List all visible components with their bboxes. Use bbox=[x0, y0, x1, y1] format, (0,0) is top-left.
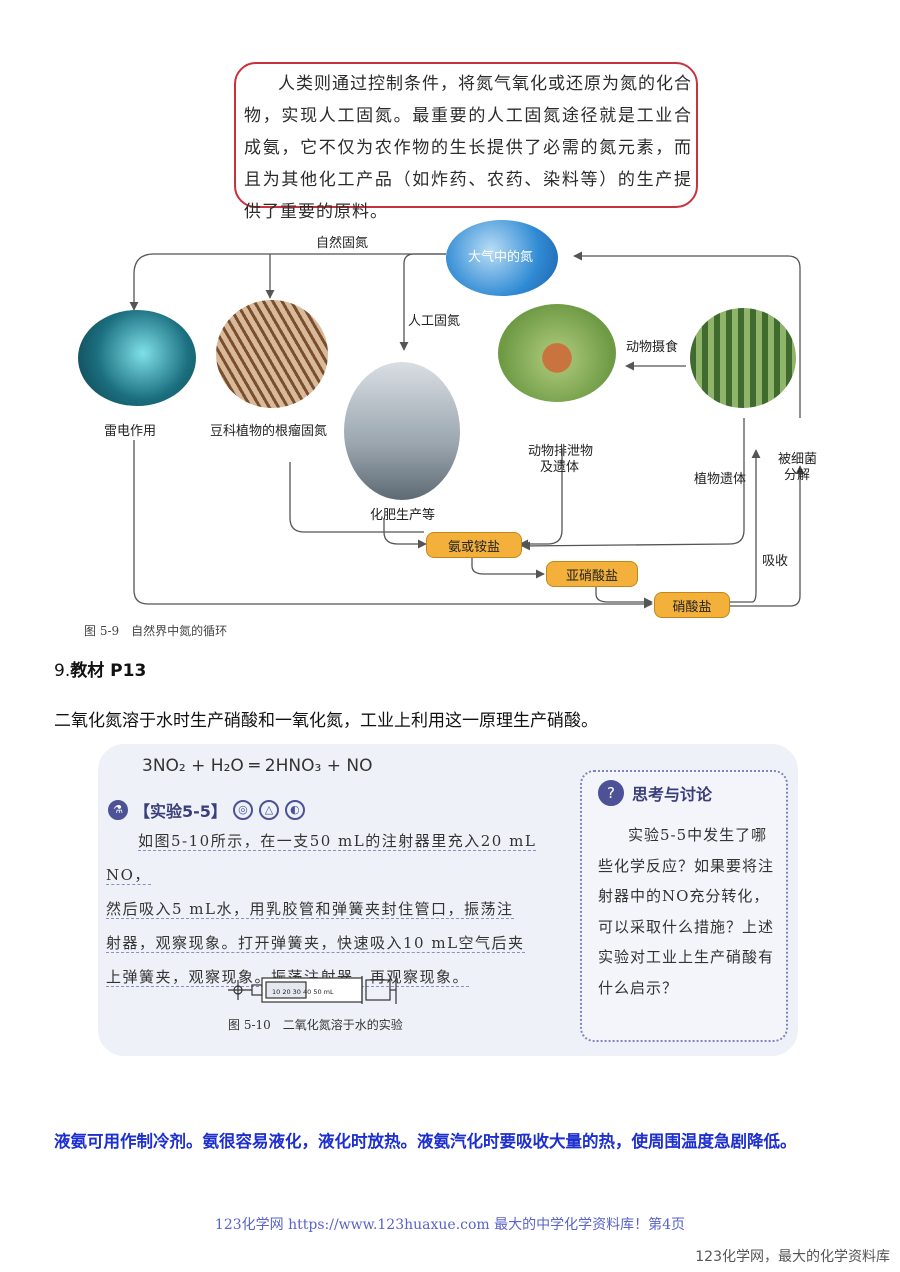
discussion-box bbox=[580, 770, 788, 1042]
discussion-text: 实验5-5中发生了哪些化学反应？如果要将注射器中的NO充分转化，可以采取什么措施… bbox=[598, 826, 775, 997]
goggles-icon: ◎ bbox=[232, 800, 253, 820]
lightning-label: 雷电作用 bbox=[104, 424, 157, 439]
factory-image bbox=[344, 362, 460, 500]
discussion-heading: ? 思考与讨论 bbox=[598, 780, 712, 806]
experiment-heading: ⚗ 【实验5-5】 ◎ △ ◐ bbox=[108, 798, 305, 822]
lightning-image bbox=[78, 310, 196, 406]
plant-remains-label: 植物遗体 bbox=[694, 472, 747, 487]
procedure-line: 射器，观察现象。打开弹簧夹，快速吸入10 mL空气后夹 bbox=[106, 934, 525, 953]
atmosphere-image bbox=[446, 220, 558, 296]
procedure-line: 上弹簧夹，观察现象。振荡注射器，再观察现象。 bbox=[106, 968, 470, 987]
legume-label: 豆科植物的根瘤固氮 bbox=[210, 424, 328, 439]
page-footer: 123化学网 https://www.123huaxue.com 最大的中学化学… bbox=[214, 1217, 686, 1233]
natural-fixation-label: 自然固氮 bbox=[316, 236, 369, 251]
quote-paragraph: 人类则通过控制条件，将氮气氧化或还原为氮的化合物，实现人工固氮。最重要的人工固氮… bbox=[244, 74, 692, 222]
flask-icon: ⚗ bbox=[108, 800, 128, 820]
animal-waste-label-1: 动物排泄物 bbox=[528, 444, 594, 459]
liquid-ammonia-note: 液氨可用作制冷剂。氨很容易液化，液化时放热。液氨汽化时要吸收大量的热，使周围温度… bbox=[54, 1132, 797, 1151]
legume-roots-image bbox=[216, 300, 328, 408]
discussion-title: 思考与讨论 bbox=[632, 785, 713, 804]
nitrate-box: 硝酸盐 bbox=[654, 592, 730, 618]
forest-image bbox=[690, 308, 796, 408]
nitrite-box: 亚硝酸盐 bbox=[546, 561, 638, 587]
experiment-procedure: 如图5-10所示，在一支50 mL的注射器里充入20 mL NO， 然后吸入5 … bbox=[106, 824, 556, 994]
question-icon: ? bbox=[598, 780, 624, 806]
procedure-line: 然后吸入5 mL水，用乳胶管和弹簧夹封住管口，振荡注 bbox=[106, 900, 514, 919]
cattle-image bbox=[498, 304, 616, 402]
absorb-label: 吸收 bbox=[762, 554, 789, 569]
syringe-drawing: 10 20 30 40 50 mL bbox=[228, 976, 397, 1004]
atmosphere-label: 大气中的氮 bbox=[468, 250, 534, 265]
cycle-arrows bbox=[129, 251, 805, 609]
section-intro: 二氧化氮溶于水时生产硝酸和一氧化氮，工业上利用这一原理生产硝酸。 bbox=[54, 711, 598, 731]
experiment-title: 【实验5-5】 bbox=[134, 802, 227, 821]
figure-caption-5-10: 图 5-10 二氧化氮溶于水的实验 bbox=[228, 1018, 403, 1032]
nitrogen-cycle-figure: 大气中的氮 自然固氮 人工固氮 雷电作用 豆科植物的根瘤固氮 化肥生产等 动物摄… bbox=[74, 218, 822, 644]
site-watermark: 123化学网，最大的化学资料库 bbox=[695, 1249, 890, 1265]
procedure-line: 如图5-10所示，在一支50 mL的注射器里充入20 mL NO， bbox=[106, 832, 537, 885]
artificial-fixation-label: 人工固氮 bbox=[408, 314, 461, 329]
animal-waste-label-2: 及遗体 bbox=[540, 460, 580, 475]
figure-caption-5-9: 图 5-9 自然界中氮的循环 bbox=[84, 624, 228, 638]
bacteria-label-2: 分解 bbox=[784, 468, 811, 483]
bacteria-label-1: 被细菌 bbox=[778, 452, 818, 467]
section-title: 教材 P13 bbox=[70, 661, 147, 681]
fertilizer-label: 化肥生产等 bbox=[370, 508, 436, 523]
quote-frame bbox=[234, 62, 698, 208]
reaction-equation: 3NO₂ + H₂O ═ 2HNO₃ + NO bbox=[142, 756, 373, 776]
toxic-gas-icon: △ bbox=[258, 800, 279, 820]
section-number: 9. bbox=[54, 661, 71, 681]
syringe-scale: 10 20 30 40 50 mL bbox=[272, 988, 334, 996]
section-heading: 9.教材 P13 bbox=[54, 656, 146, 681]
animal-eat-label: 动物摄食 bbox=[626, 340, 679, 355]
ammonia-box: 氨或铵盐 bbox=[426, 532, 522, 558]
ventilation-icon: ◐ bbox=[284, 800, 305, 820]
